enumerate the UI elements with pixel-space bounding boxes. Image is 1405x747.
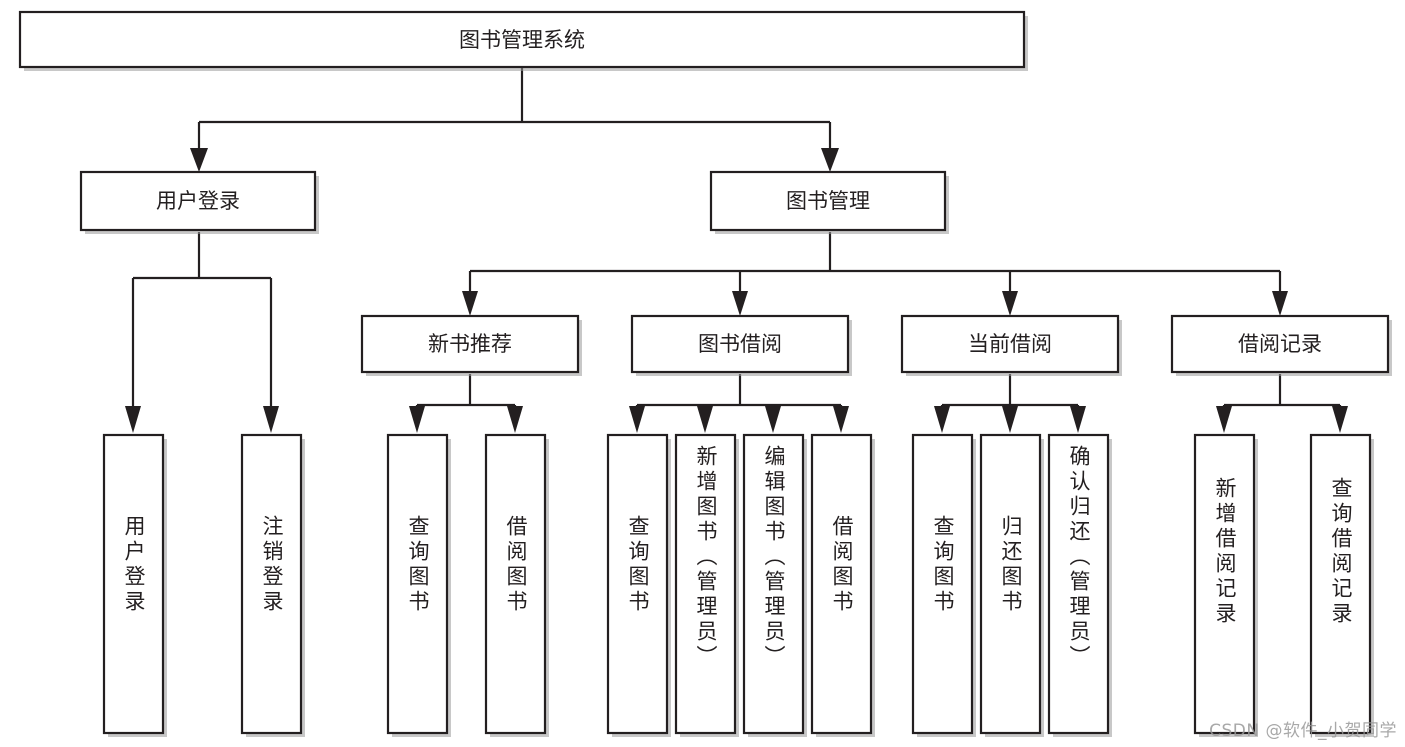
arrow-to-borrow-record <box>1272 291 1288 316</box>
borrow-record-label: 借阅记录 <box>1238 332 1322 356</box>
node-borrow-record[interactable]: 借阅记录 <box>1170 314 1392 376</box>
arrow-book-borrow-leaf3 <box>765 406 781 433</box>
arrow-current-borrow-leaf2 <box>1002 406 1018 433</box>
arrow-user-login-leaf1 <box>125 406 141 433</box>
leaf-box-logout[interactable] <box>240 433 303 735</box>
node-book-borrow[interactable]: 图书借阅 <box>630 314 852 376</box>
user-login-box[interactable] <box>79 170 317 232</box>
leaf-boxes-current-borrow <box>911 433 1112 737</box>
connectors-book-mgmt-to-level3 <box>462 232 1288 316</box>
book-management-box[interactable] <box>709 170 947 232</box>
node-user-login[interactable]: 用户登录 <box>79 170 319 234</box>
leaf-box-return-book[interactable] <box>979 433 1042 735</box>
leaf-box-edit-book[interactable] <box>742 433 805 735</box>
leaf-box-borrow-book-1[interactable] <box>484 433 547 735</box>
book-borrow-label: 图书借阅 <box>698 332 782 356</box>
leaf-box-confirm-return[interactable] <box>1047 433 1110 735</box>
connectors-book-borrow-to-leaves <box>629 374 849 433</box>
book-management-label: 图书管理 <box>786 189 870 213</box>
arrow-book-borrow-leaf4 <box>833 406 849 433</box>
leaf-box-add-record[interactable] <box>1193 433 1256 735</box>
leaf-box-query-book-1[interactable] <box>386 433 449 735</box>
arrow-book-borrow-leaf2 <box>697 406 713 433</box>
leaf-boxes-user-login <box>102 433 305 737</box>
arrow-to-user-login <box>190 148 208 172</box>
current-borrow-label: 当前借阅 <box>968 332 1052 356</box>
node-book-management[interactable]: 图书管理 <box>709 170 949 234</box>
arrow-borrow-record-leaf2 <box>1332 406 1348 433</box>
root-label: 图书管理系统 <box>459 28 585 52</box>
connectors-root-to-level2 <box>190 67 839 172</box>
arrow-to-current-borrow <box>1002 291 1018 316</box>
leaf-box-user-login[interactable] <box>102 433 165 735</box>
arrow-user-login-leaf2 <box>263 406 279 433</box>
node-root-system[interactable]: 图书管理系统 <box>18 10 1028 71</box>
leaf-box-add-book[interactable] <box>674 433 737 735</box>
leaf-boxes-borrow-record <box>1193 433 1374 737</box>
book-borrow-box[interactable] <box>630 314 850 374</box>
leaf-box-query-record[interactable] <box>1309 433 1372 735</box>
new-book-recommend-box[interactable] <box>360 314 580 374</box>
csdn-watermark: CSDN @软件_小贺同学 <box>1209 721 1397 741</box>
leaf-box-query-book-2[interactable] <box>606 433 669 735</box>
leaf-boxes-new-book-recommend <box>386 433 549 737</box>
arrow-to-book-mgmt <box>821 148 839 172</box>
connectors-user-login-to-leaves <box>125 232 279 433</box>
arrow-new-book-leaf1 <box>409 406 425 433</box>
current-borrow-box[interactable] <box>900 314 1120 374</box>
leaf-boxes-book-borrow <box>606 433 875 737</box>
arrow-new-book-leaf2 <box>507 406 523 433</box>
borrow-record-box[interactable] <box>1170 314 1390 374</box>
connectors-borrow-record-to-leaves <box>1216 374 1348 433</box>
node-new-book-recommend[interactable]: 新书推荐 <box>360 314 582 376</box>
connectors-new-book-to-leaves <box>409 374 523 433</box>
arrow-to-new-book <box>462 291 478 316</box>
new-book-recommend-label: 新书推荐 <box>428 332 512 356</box>
root-box[interactable] <box>18 10 1026 69</box>
connectors-current-borrow-to-leaves <box>934 374 1086 433</box>
arrow-book-borrow-leaf1 <box>629 406 645 433</box>
leaf-box-query-book-3[interactable] <box>911 433 974 735</box>
arrow-current-borrow-leaf1 <box>934 406 950 433</box>
arrow-borrow-record-leaf1 <box>1216 406 1232 433</box>
leaf-box-borrow-book-2[interactable] <box>810 433 873 735</box>
user-login-label: 用户登录 <box>156 189 240 213</box>
node-current-borrow[interactable]: 当前借阅 <box>900 314 1122 376</box>
arrow-to-book-borrow <box>732 291 748 316</box>
arrow-current-borrow-leaf3 <box>1070 406 1086 433</box>
